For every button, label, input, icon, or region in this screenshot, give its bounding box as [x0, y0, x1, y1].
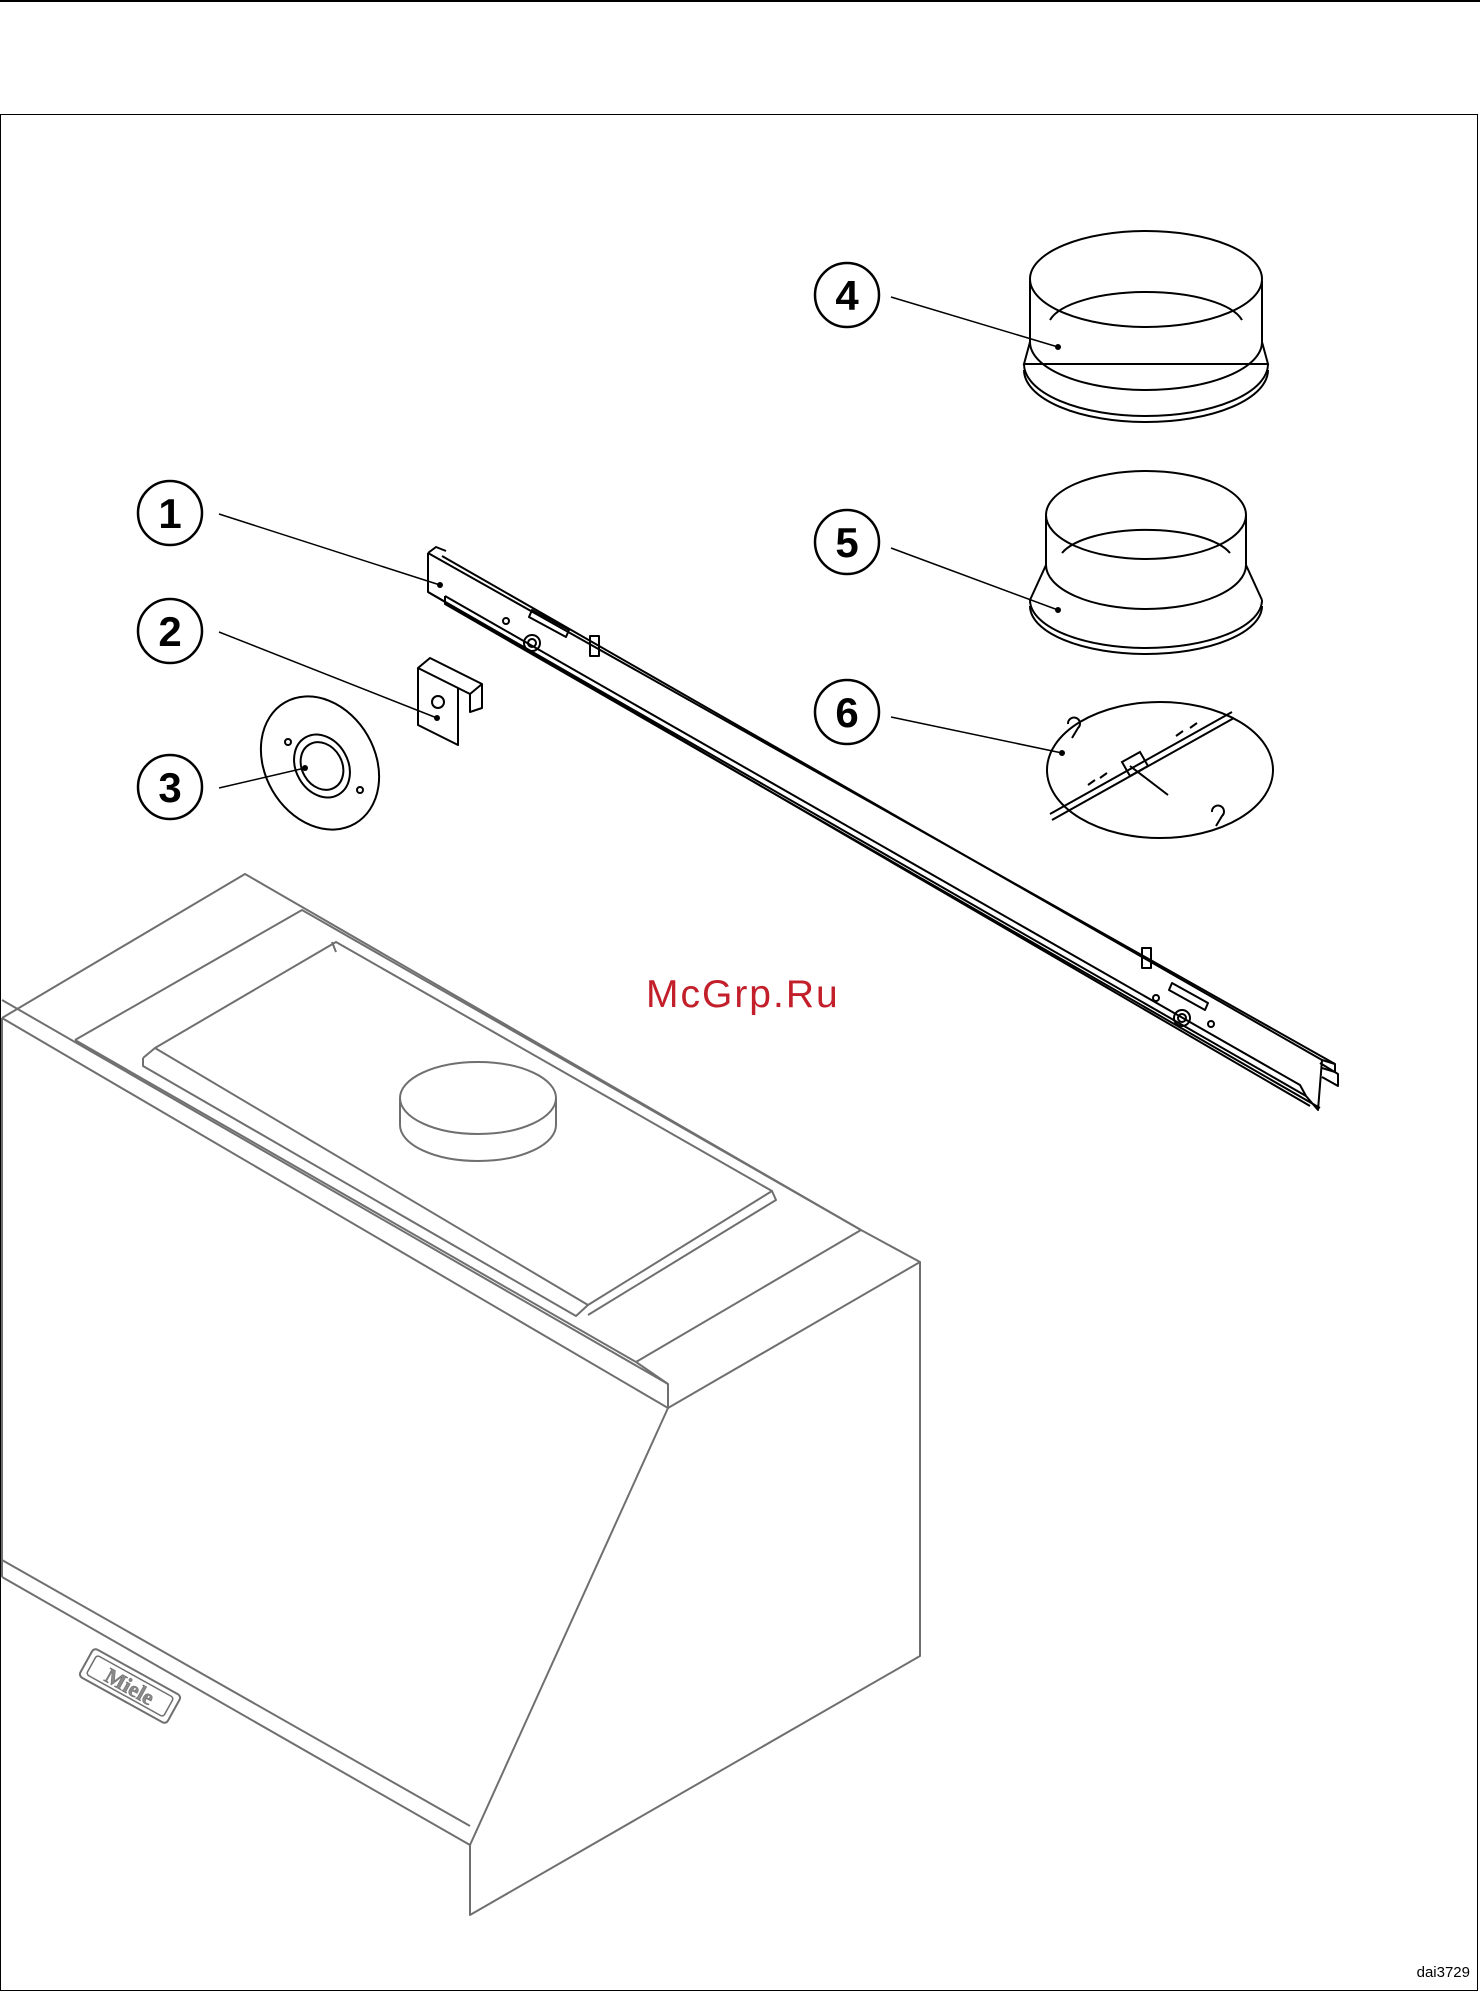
part-3-flange	[237, 675, 402, 851]
callout-3: 3	[138, 755, 308, 819]
callout-label: 5	[835, 519, 858, 566]
part-5-reducer	[1030, 471, 1262, 654]
callout-label: 6	[835, 689, 858, 736]
part-4-connector	[1024, 231, 1268, 422]
part-6-damper	[1047, 702, 1273, 838]
figure-code: dai3729	[1417, 1964, 1470, 1981]
callout-label: 4	[835, 272, 859, 319]
callout-6: 6	[815, 680, 1065, 756]
callout-label: 3	[158, 764, 181, 811]
watermark: McGrp.Ru	[646, 973, 840, 1017]
brand-logo: Miele	[79, 1648, 182, 1724]
callout-2: 2	[138, 599, 440, 721]
callout-1: 1	[138, 481, 443, 588]
part-1-rail	[428, 547, 1338, 1110]
callout-label: 1	[158, 490, 181, 537]
range-hood	[2, 874, 920, 1915]
part-2-bracket	[418, 658, 482, 745]
callout-5: 5	[815, 510, 1061, 613]
callout-4: 4	[815, 263, 1061, 350]
callout-label: 2	[158, 608, 181, 655]
